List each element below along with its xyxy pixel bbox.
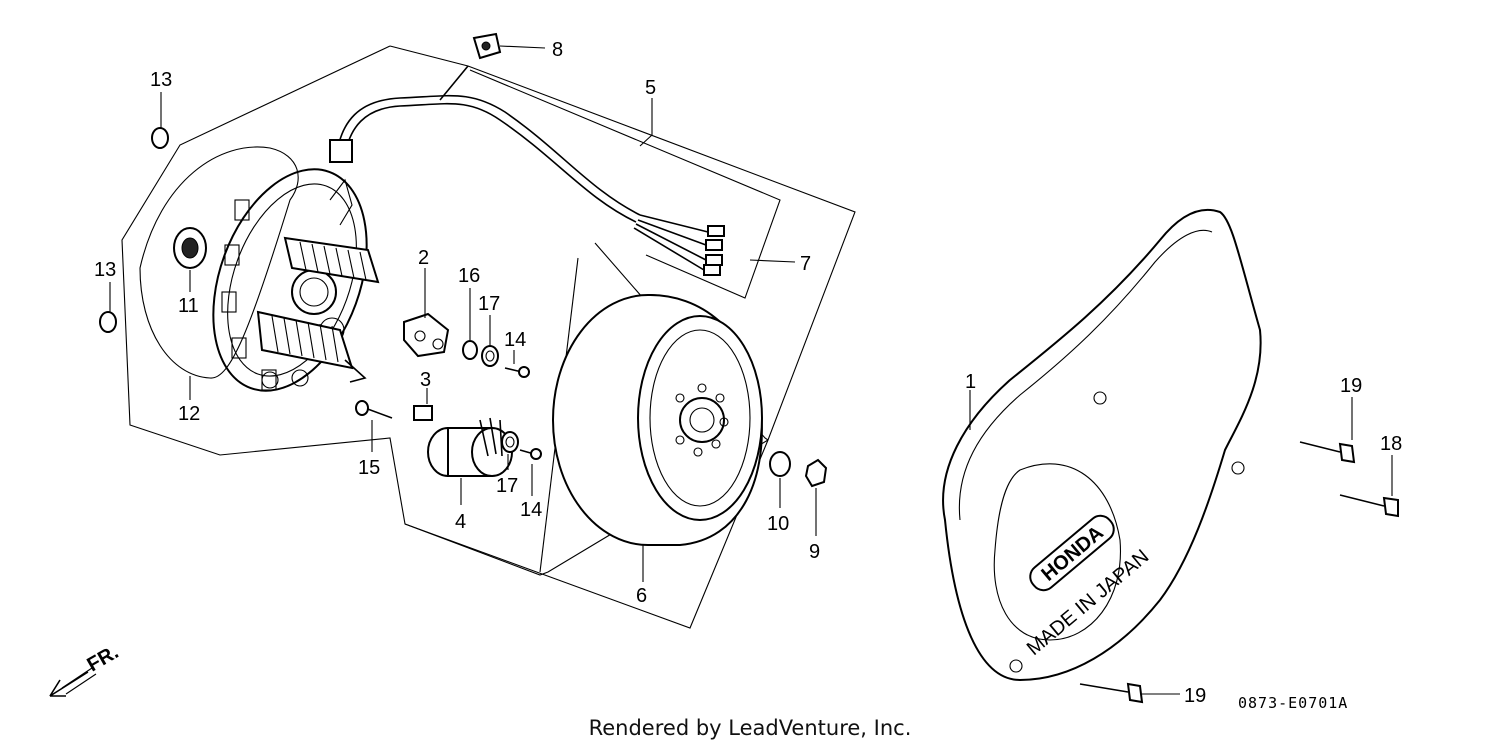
front-arrow-icon — [49, 671, 89, 697]
washer-17-upper — [481, 345, 499, 367]
pulser-generator — [403, 312, 450, 358]
callout-13-lower: 13 — [94, 259, 116, 281]
washer-16 — [462, 340, 478, 360]
washer-10 — [769, 451, 791, 477]
callout-3: 3 — [420, 369, 431, 391]
callout-9: 9 — [809, 541, 820, 563]
exciter-coil — [427, 417, 513, 477]
gasket — [139, 146, 299, 379]
callout-16: 16 — [458, 265, 480, 287]
credit-line: Rendered by LeadVenture, Inc. — [588, 716, 912, 740]
stator-assembly — [212, 168, 380, 392]
front-direction-marker: FR. — [49, 641, 123, 697]
leader-lines — [109, 45, 1393, 695]
callout-4: 4 — [455, 511, 466, 533]
wire-harness — [329, 65, 725, 276]
callout-10: 10 — [767, 513, 789, 535]
oil-seal — [173, 227, 207, 269]
left-crankcase-cover: HONDA MADE IN JAPAN — [942, 208, 1262, 682]
bolt-18 — [1339, 494, 1399, 518]
callout-18: 18 — [1380, 433, 1402, 455]
callout-17-lower: 17 — [496, 475, 518, 497]
front-marker-label: FR. — [84, 641, 123, 676]
wire-harness-outline — [469, 69, 781, 299]
flywheel — [552, 293, 763, 546]
callout-2: 2 — [418, 247, 429, 269]
callout-8: 8 — [552, 39, 563, 61]
nut-9 — [804, 458, 828, 488]
callout-19-upper: 19 — [1340, 375, 1362, 397]
callout-19-lower: 19 — [1184, 685, 1206, 707]
bolt-19-upper — [1299, 441, 1356, 464]
callout-1: 1 — [965, 371, 976, 393]
wire-clamp — [472, 32, 502, 60]
bolt-19-lower — [1079, 682, 1144, 704]
callout-12: 12 — [178, 403, 200, 425]
stator-coil-upper — [283, 236, 380, 284]
o-ring-lower — [99, 311, 117, 333]
callout-11: 11 — [178, 295, 199, 317]
callout-15: 15 — [358, 457, 380, 479]
diagram-code: 0873-E0701A — [1238, 694, 1348, 712]
callout-13-upper: 13 — [150, 69, 172, 91]
callout-14-upper: 14 — [504, 329, 526, 351]
screw-14-upper — [504, 366, 530, 378]
callout-14-lower: 14 — [520, 499, 542, 521]
stator-coil-lower — [256, 310, 354, 370]
o-ring-upper — [151, 127, 169, 149]
callout-17-upper: 17 — [478, 293, 500, 315]
rubber-grommet — [413, 405, 433, 421]
callout-5: 5 — [645, 77, 656, 99]
screw-14-lower — [519, 448, 542, 460]
callout-6: 6 — [636, 585, 647, 607]
screw-15 — [355, 400, 393, 419]
washer-17-lower — [501, 431, 519, 453]
callout-7: 7 — [800, 253, 811, 275]
